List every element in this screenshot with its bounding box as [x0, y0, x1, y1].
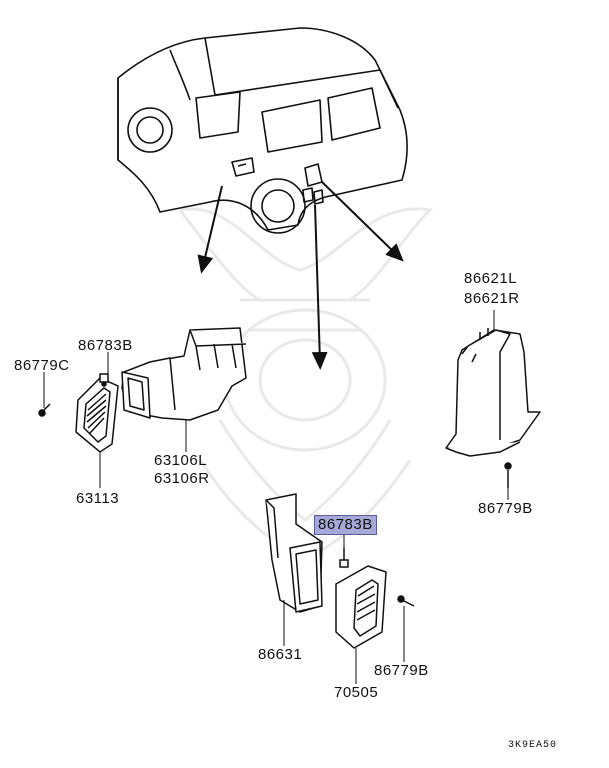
part-label-86783b-selected[interactable]: 86783B	[314, 515, 377, 535]
vehicle-illustration	[117, 27, 408, 234]
screw-86779b-bottom[interactable]	[397, 595, 415, 607]
part-label-86631[interactable]: 86631	[258, 646, 303, 663]
part-label-63106r[interactable]: 63106R	[154, 470, 210, 487]
part-label-86779b-bottom[interactable]: 86779B	[374, 662, 429, 679]
grille-63113[interactable]	[75, 377, 119, 453]
direction-arrows	[197, 181, 404, 370]
screw-86779b-right[interactable]	[504, 462, 512, 488]
screw-86779c[interactable]	[38, 403, 51, 417]
part-label-86779c[interactable]: 86779C	[14, 357, 70, 374]
clip-86783b-selected[interactable]	[339, 548, 349, 568]
diagram-code: 3K9EA50	[508, 740, 558, 751]
duct-86621[interactable]	[445, 328, 541, 457]
part-label-63113[interactable]: 63113	[76, 490, 120, 507]
part-label-63106l[interactable]: 63106L	[154, 452, 208, 469]
part-label-86621r[interactable]: 86621R	[464, 290, 520, 307]
part-label-86621l[interactable]: 86621L	[464, 270, 518, 287]
duct-86631[interactable]	[265, 493, 323, 613]
part-label-86779b-right[interactable]: 86779B	[478, 500, 533, 517]
leader-lines	[43, 310, 509, 684]
grille-70505[interactable]	[335, 565, 387, 649]
duct-63106[interactable]	[121, 327, 247, 421]
part-label-70505[interactable]: 70505	[334, 684, 379, 701]
clip-86783b-top[interactable]	[99, 373, 109, 383]
part-label-86783b-top[interactable]: 86783B	[78, 337, 133, 354]
